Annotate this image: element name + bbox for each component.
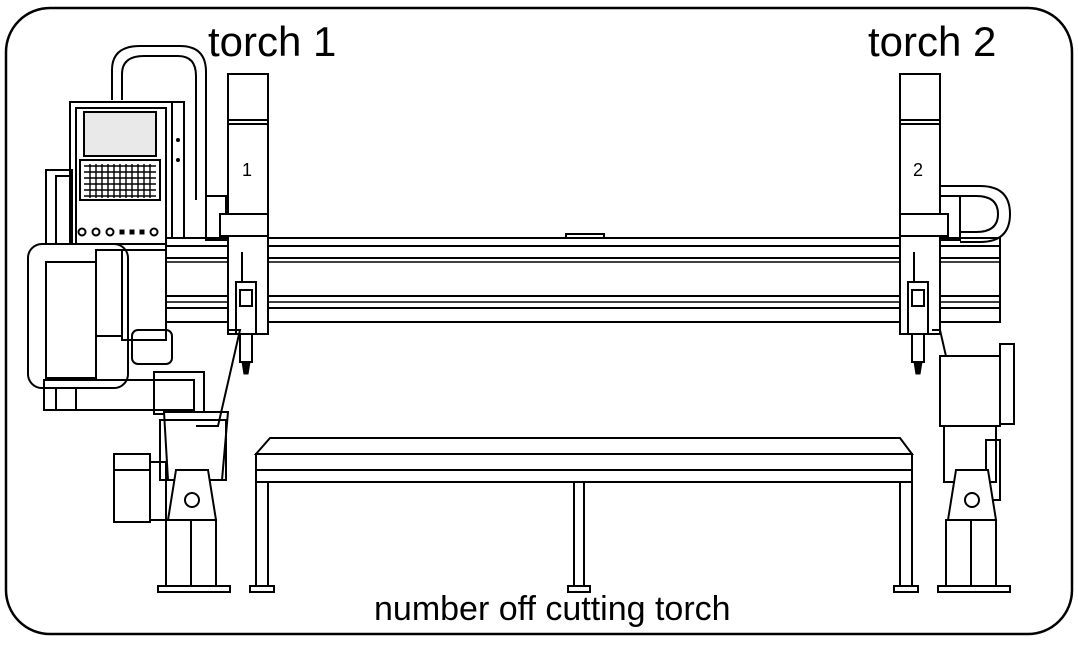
torch2-label: torch 2	[868, 18, 997, 65]
torch1-carriage	[219, 73, 269, 375]
torch2-carriage	[899, 73, 949, 375]
control-panel	[69, 101, 185, 251]
left-leg	[113, 329, 242, 593]
torch2-number: 2	[913, 160, 924, 180]
gantry-beam	[165, 195, 1001, 323]
cutting-table	[249, 437, 919, 593]
torch1-number: 1	[242, 160, 253, 180]
frame-border	[4, 6, 1074, 636]
right-leg	[932, 329, 1015, 593]
left-cable-hose	[111, 45, 207, 200]
right-cable-hose	[940, 185, 1012, 243]
diagram-caption: number off cutting torch	[374, 590, 731, 628]
torch1-label: torch 1	[208, 18, 337, 65]
